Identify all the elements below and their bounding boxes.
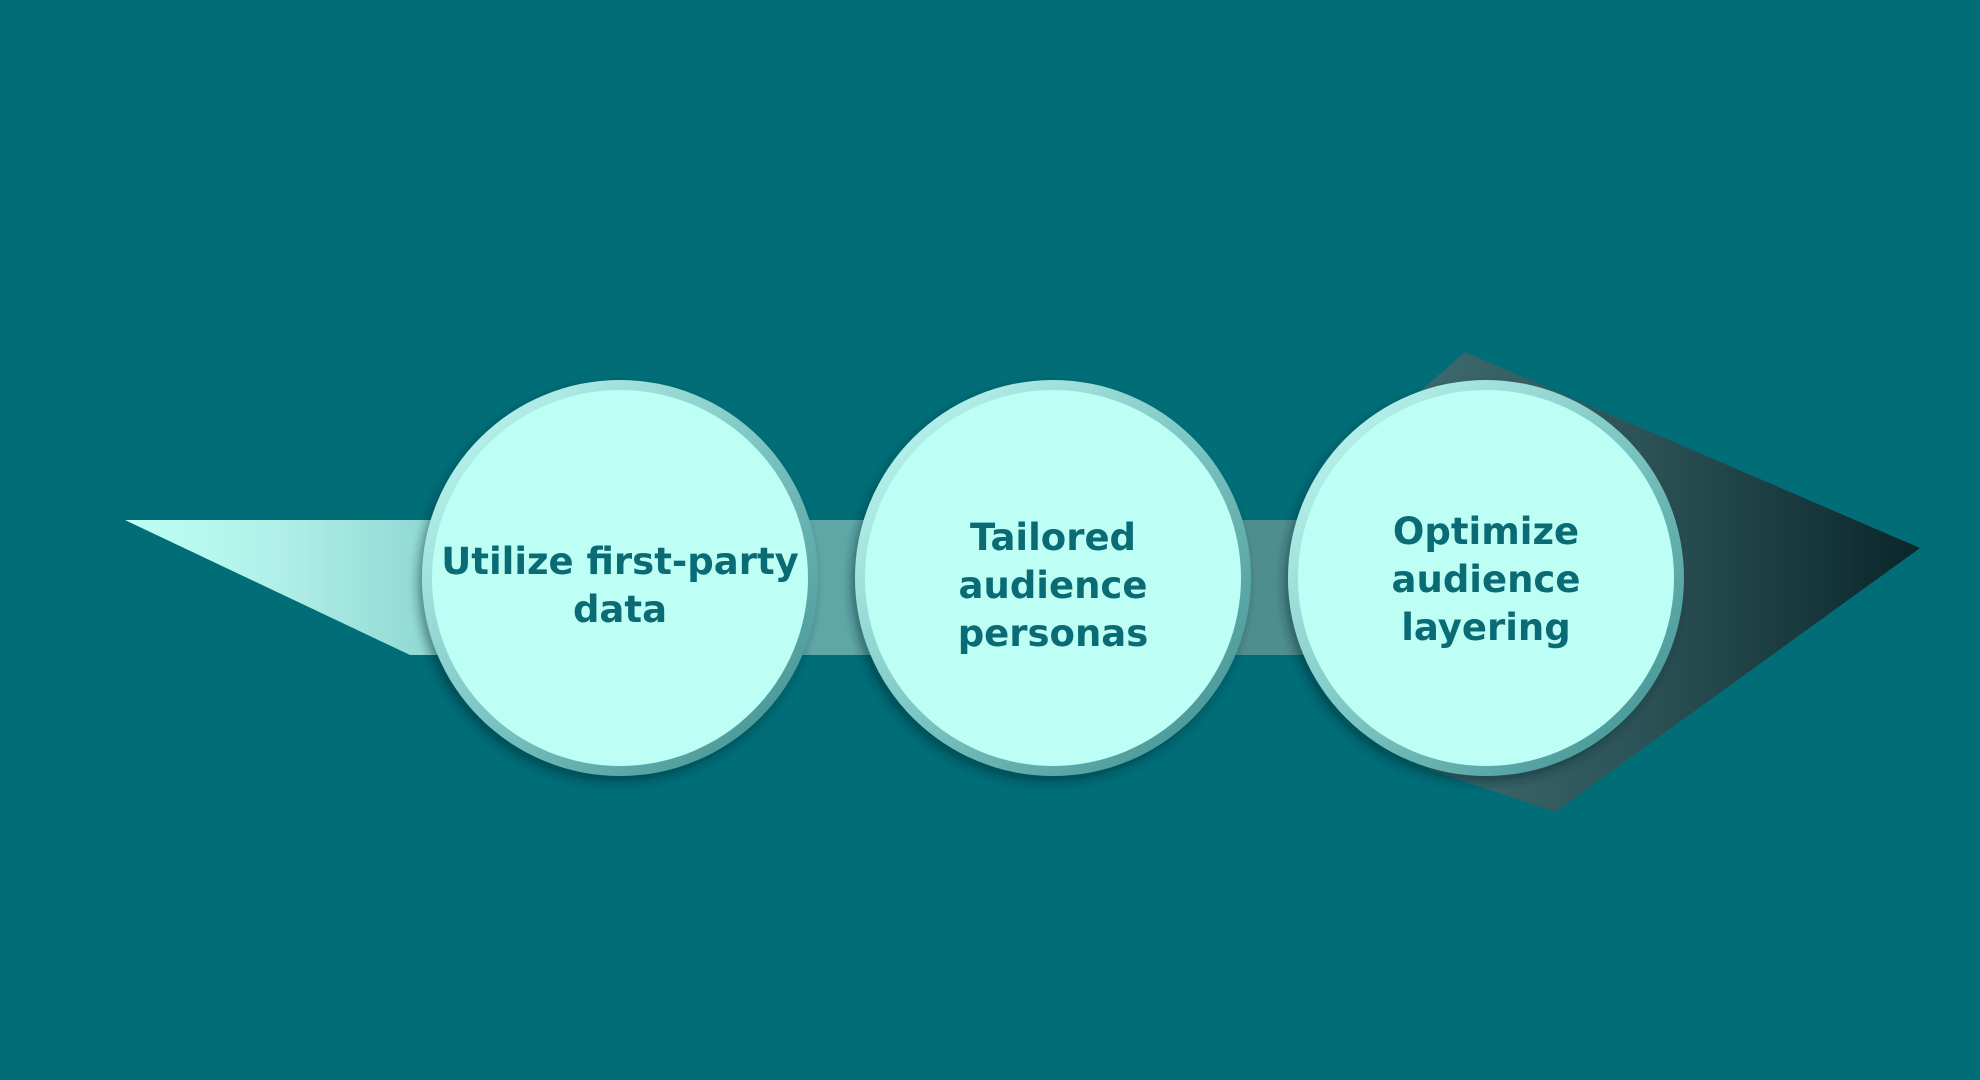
step-label-3: Optimize audience layering — [1391, 510, 1581, 649]
step-circle-2 — [855, 380, 1251, 776]
step-circle-3 — [1288, 380, 1684, 776]
step-circle-1 — [422, 380, 818, 776]
step-label-1: Utilize first-party data — [441, 540, 799, 631]
step-label-2: Tailored audience personas — [957, 516, 1149, 655]
arrow-tail — [125, 520, 440, 655]
